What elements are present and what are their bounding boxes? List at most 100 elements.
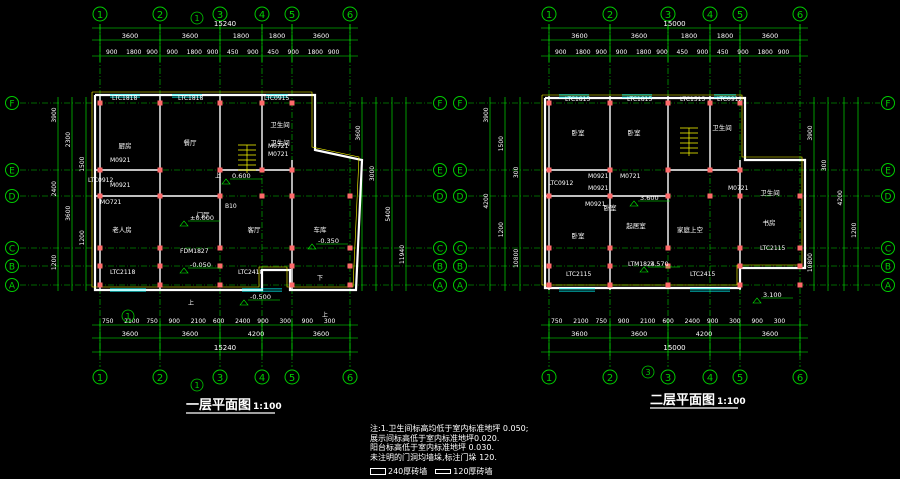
dimension-subsegment-top: 900 — [106, 49, 118, 56]
axis-bubble-2 — [602, 6, 618, 22]
eaves-outline — [91, 91, 360, 288]
dimension-label-left: 2400 — [51, 181, 58, 196]
dimension-subsegment-bottom: 600 — [213, 318, 225, 325]
structural-column — [259, 100, 265, 106]
wall-legend: 240厚砖墙 120厚砖墙 — [370, 466, 493, 477]
component-label: LTC1515 — [680, 96, 705, 103]
dimension-label-right: 3000 — [369, 166, 376, 181]
structural-column — [665, 245, 671, 251]
structural-column — [546, 167, 552, 173]
dimension-total-bottom: 15240 — [214, 344, 236, 352]
structural-column — [707, 193, 713, 199]
elevation-value: 3.100 — [763, 291, 782, 299]
dimension-label-left: 3900 — [51, 107, 58, 122]
axis-label-F: F — [885, 100, 890, 110]
structural-column — [289, 282, 295, 288]
dimension-subsegment-top: 450 — [717, 49, 729, 56]
structural-column — [607, 100, 613, 106]
axis-bubble-E — [433, 163, 447, 177]
component-label: LTC0915 — [264, 95, 289, 102]
axis-label-1: 1 — [97, 10, 103, 21]
dimension-segment-top: 3600 — [631, 32, 648, 40]
dimension-label-left: 1200 — [498, 222, 505, 237]
structural-column — [97, 263, 103, 269]
axis-bubble-3 — [212, 6, 228, 22]
axis-label-F: F — [457, 100, 462, 110]
dimension-subsegment-bottom: 750 — [596, 318, 608, 325]
dimension-subsegment-bottom: 2400 — [685, 318, 700, 325]
axis-bubble-C — [881, 241, 895, 255]
dimension-segment-bottom: 4200 — [248, 330, 265, 338]
component-label: M0921 — [588, 173, 609, 180]
dimension-subsegment-bottom: 2100 — [573, 318, 588, 325]
structural-column — [607, 193, 613, 199]
axis-label-E: E — [9, 167, 15, 177]
room-name: 卫生间 — [270, 120, 290, 129]
component-label: LTC1815 — [627, 96, 652, 103]
dimension-subsegment-bottom: 900 — [751, 318, 763, 325]
structural-column — [797, 245, 803, 251]
axis-bubble-3 — [212, 369, 228, 385]
room-name: 餐厅 — [184, 138, 198, 147]
axis-label-D: D — [9, 193, 16, 203]
dimension-label-right: 5400 — [385, 206, 392, 221]
axis-bubble-B — [881, 259, 895, 273]
structural-column — [546, 282, 552, 288]
component-label: LTC0912 — [88, 177, 113, 184]
legend-item-120: 120厚砖墙 — [435, 466, 493, 477]
dimension-label-right: 11940 — [399, 245, 406, 264]
structural-column — [157, 193, 163, 199]
legend-item-240: 240厚砖墙 — [370, 466, 427, 477]
axis-bubble-F — [5, 96, 19, 110]
structural-column — [259, 193, 265, 199]
dimension-subsegment-top: 900 — [596, 49, 608, 56]
dimension-subsegment-top: 1800 — [636, 49, 651, 56]
section-mark — [121, 309, 135, 323]
axis-label-B: B — [885, 263, 891, 273]
dimension-subsegment-bottom: 300 — [729, 318, 741, 325]
structural-column — [665, 282, 671, 288]
dimension-subsegment-bottom: 900 — [302, 318, 314, 325]
structural-column — [607, 263, 613, 269]
dimension-subsegment-top: 450 — [227, 49, 239, 56]
component-label: LTC2118 — [110, 269, 135, 276]
component-label: LTM1824 — [628, 261, 655, 268]
axis-label-4: 4 — [259, 373, 265, 384]
legend-swatch-240 — [370, 468, 386, 475]
structural-column — [97, 245, 103, 251]
axis-label-4: 4 — [259, 10, 265, 21]
dimension-segment-top: 1800 — [269, 32, 286, 40]
dimension-subsegment-top: 1800 — [126, 49, 141, 56]
section-mark-label: 1 — [194, 381, 199, 390]
dimension-subsegment-top: 450 — [267, 49, 279, 56]
room-name: 书房 — [763, 218, 776, 227]
component-label: LTC2115 — [566, 271, 591, 278]
dimension-label-left: 1200 — [79, 230, 86, 245]
structural-column — [797, 193, 803, 199]
axis-label-2: 2 — [607, 10, 613, 21]
elevation-marker — [307, 243, 317, 250]
axis-bubble-B — [433, 259, 447, 273]
room-name: 卧室 — [628, 128, 642, 137]
dimension-subsegment-top: 900 — [697, 49, 709, 56]
structural-column — [97, 282, 103, 288]
dimension-label-left: 1200 — [51, 255, 58, 270]
dimension-subsegment-bottom: 2100 — [640, 318, 655, 325]
axis-label-5: 5 — [289, 10, 295, 21]
axis-label-4: 4 — [707, 10, 713, 21]
structural-column — [665, 167, 671, 173]
room-name: 卧室 — [572, 128, 586, 137]
structural-column — [289, 167, 295, 173]
structural-column — [737, 167, 743, 173]
elevation-value: ±0.000 — [190, 214, 214, 222]
structural-column — [665, 193, 671, 199]
dimension-subsegment-top: 1800 — [187, 49, 202, 56]
component-label: FDM1827 — [180, 248, 209, 255]
axis-bubble-1 — [541, 6, 557, 22]
axis-bubble-C — [433, 241, 447, 255]
axis-bubble-6 — [342, 6, 358, 22]
component-label: LTC0912 — [548, 180, 573, 187]
axis-bubble-D — [453, 189, 467, 203]
